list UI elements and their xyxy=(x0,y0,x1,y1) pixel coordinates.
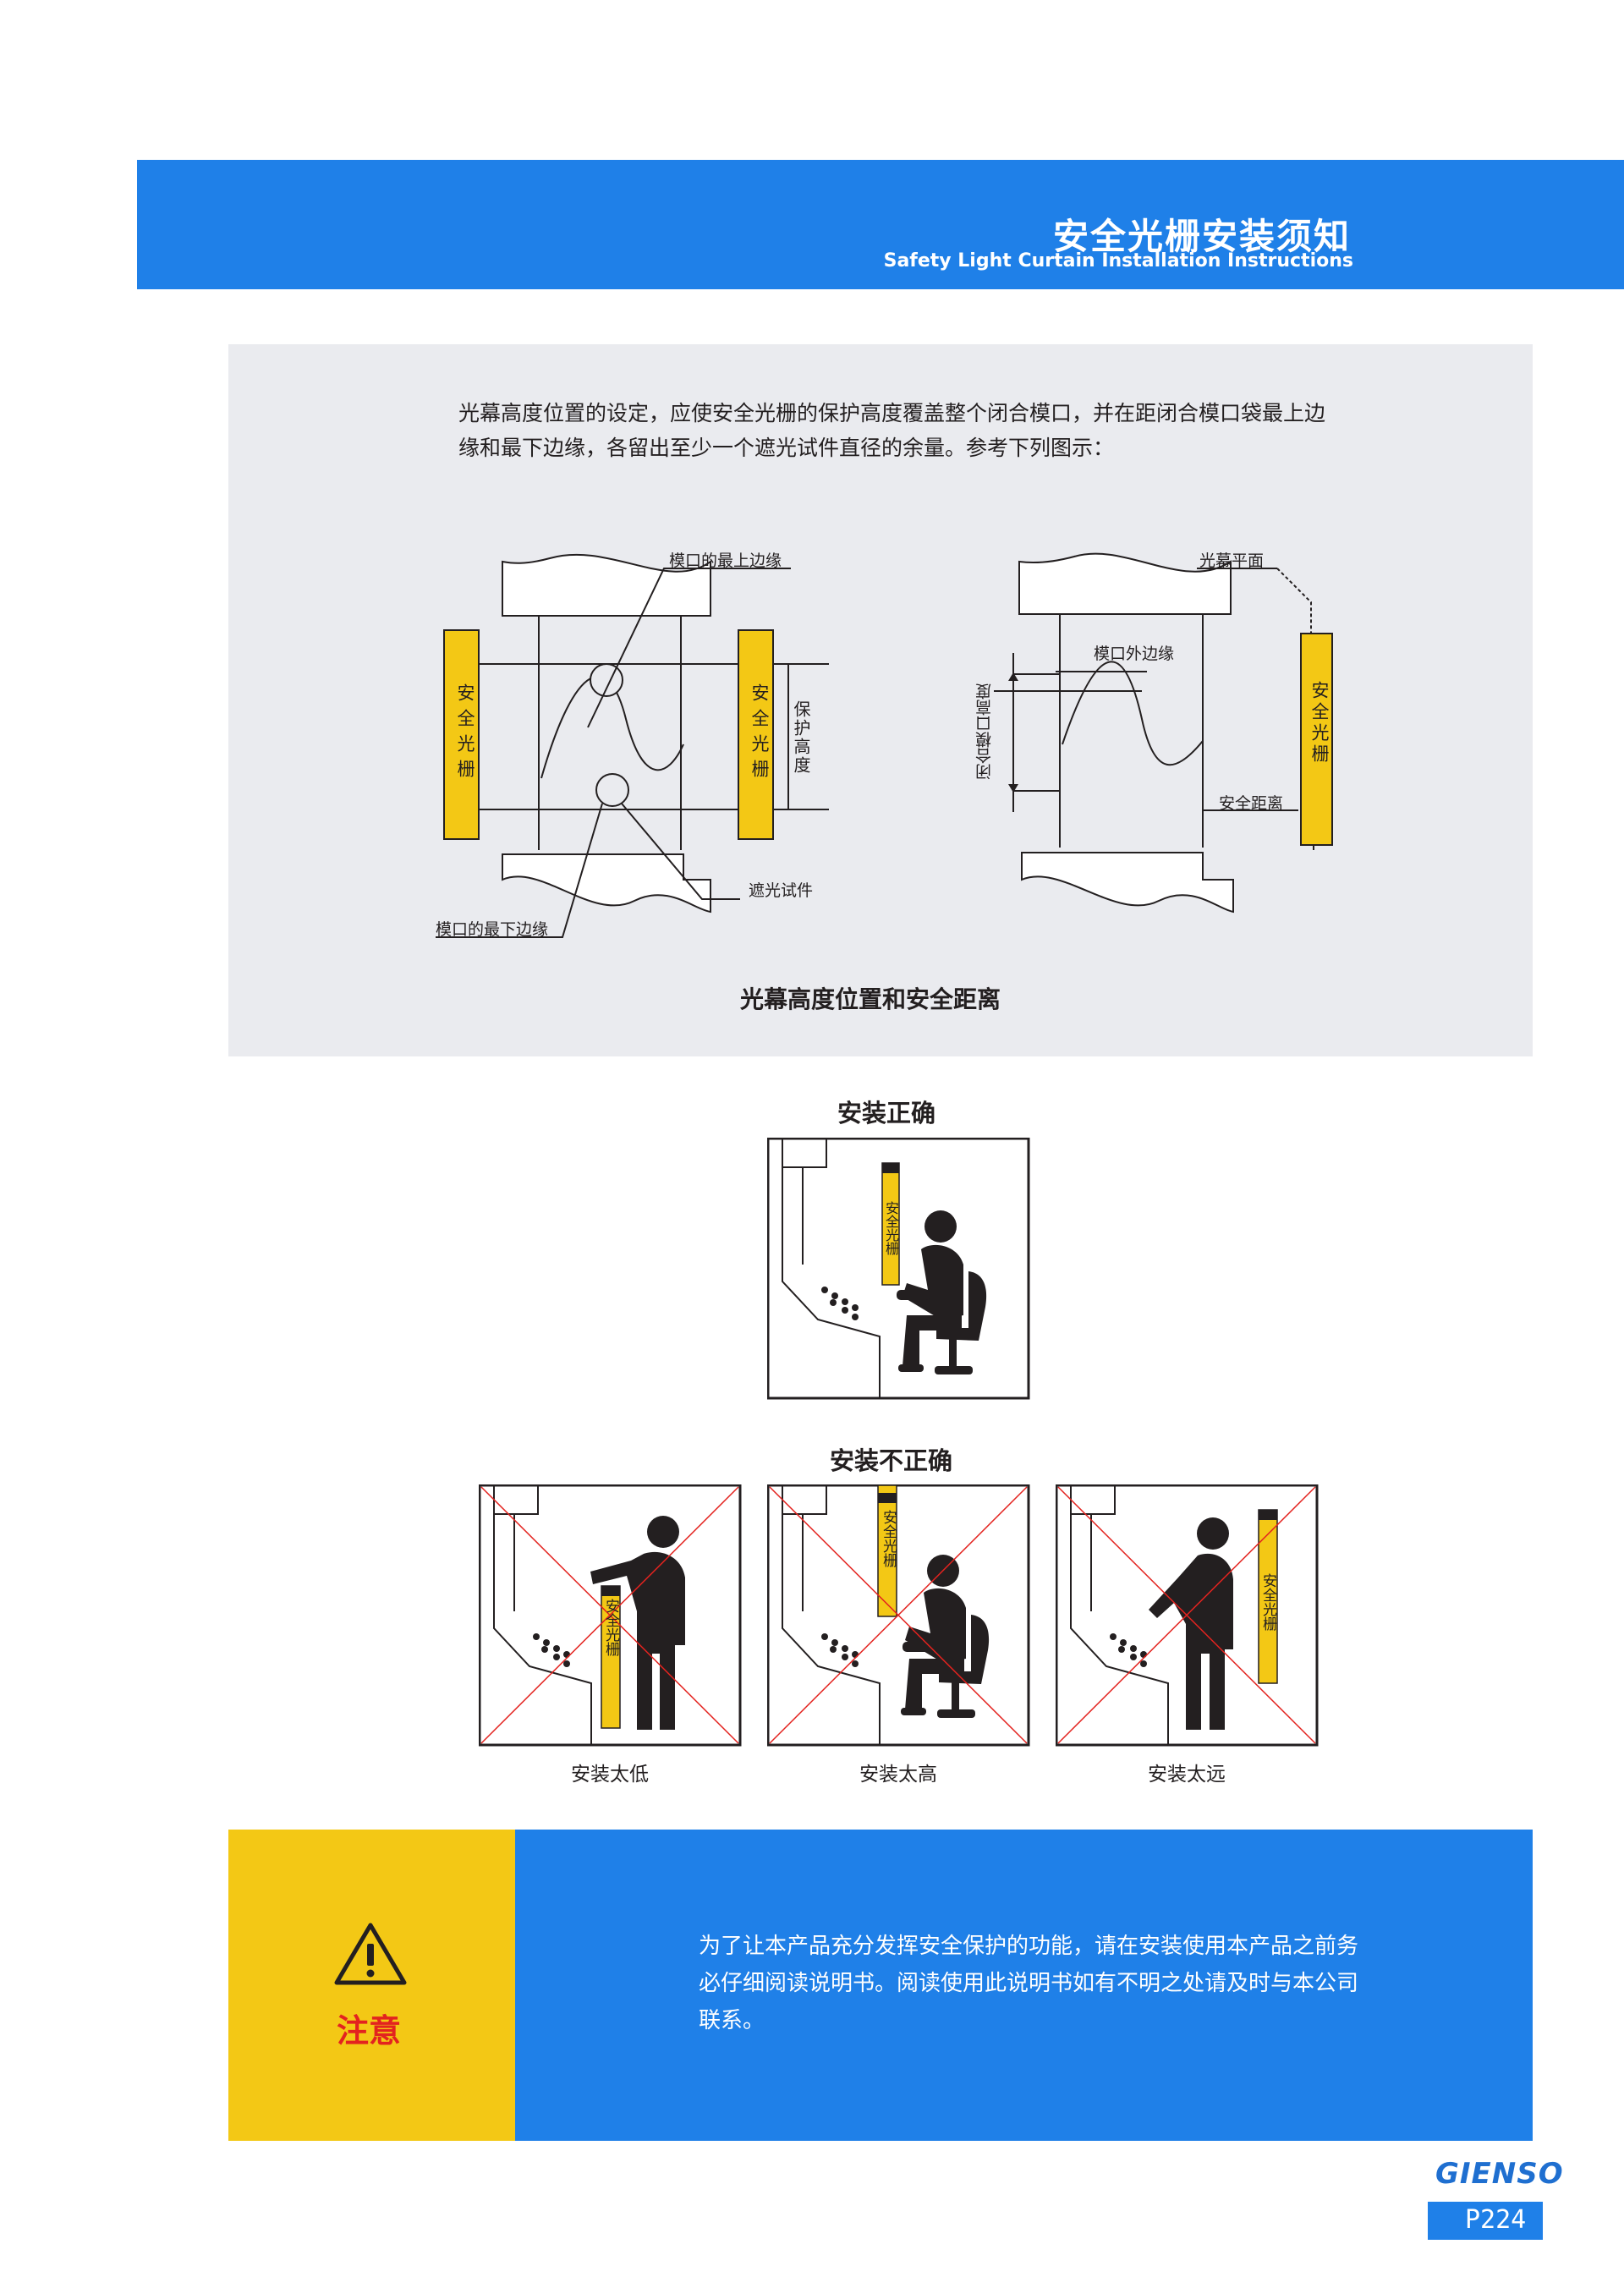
too-low-scene xyxy=(479,1484,742,1747)
curtain-label-left: 安全光栅 xyxy=(455,683,475,785)
curtain-text-too-far: 安全光栅 xyxy=(1259,1573,1276,1631)
notice-text: 为了让本产品充分发挥安全保护的功能，请在安装使用本产品之前务必仔细阅读说明书。阅… xyxy=(699,1934,1359,2033)
too-far-scene xyxy=(1056,1484,1319,1747)
curtain-label-middle: 安全光栅 xyxy=(749,683,770,785)
label-curtain-plane: 光幕平面 xyxy=(1199,551,1265,570)
correct-install-title: 安装正确 xyxy=(837,1099,936,1128)
label-outer-edge: 模口外边缘 xyxy=(1094,645,1175,663)
label-protect-height: 保护高度 xyxy=(791,700,811,775)
warning-triangle-icon xyxy=(334,1923,407,1985)
label-top-edge: 模口的最上边缘 xyxy=(669,551,782,570)
brand-logo: GIENSO xyxy=(1435,2157,1564,2191)
caption-too-high: 安装太高 xyxy=(859,1764,937,1786)
height-position-diagram xyxy=(436,552,1333,938)
label-test-piece: 遮光试件 xyxy=(749,881,814,900)
label-bottom-edge: 模口的最下边缘 xyxy=(436,920,549,939)
notice-yellow-panel xyxy=(228,1830,515,2141)
caption-too-far: 安装太远 xyxy=(1148,1764,1226,1786)
label-closed-height: 闭合模口高度 xyxy=(975,683,994,780)
notice-label: 注意 xyxy=(337,2012,402,2049)
curtain-text-too-high: 安全光栅 xyxy=(880,1510,897,1567)
header-band xyxy=(137,160,1624,289)
curtain-text-correct: 安全光栅 xyxy=(883,1201,899,1255)
caption-too-low: 安装太低 xyxy=(571,1764,649,1786)
curtain-text-too-low: 安全光栅 xyxy=(602,1599,619,1656)
page-title: 安全光栅安装须知 xyxy=(1052,216,1351,257)
intro-paragraph: 光幕高度位置的设定，应使安全光栅的保护高度覆盖整个闭合模口，并在距闭合模口袋最上… xyxy=(458,401,1326,460)
correct-install-scene xyxy=(767,1138,1030,1400)
notice-blue-panel xyxy=(515,1830,1533,2141)
figure-caption: 光幕高度位置和安全距离 xyxy=(740,985,1001,1013)
incorrect-install-title: 安装不正确 xyxy=(830,1446,953,1475)
page-subtitle: Safety Light Curtain Installation Instru… xyxy=(883,250,1353,272)
label-safety-distance: 安全距离 xyxy=(1219,794,1284,813)
curtain-label-right: 安全光栅 xyxy=(1309,681,1330,765)
page-number: P224 xyxy=(1465,2205,1527,2235)
page-number-badge xyxy=(1428,2202,1543,2240)
too-high-scene xyxy=(767,1484,1030,1747)
